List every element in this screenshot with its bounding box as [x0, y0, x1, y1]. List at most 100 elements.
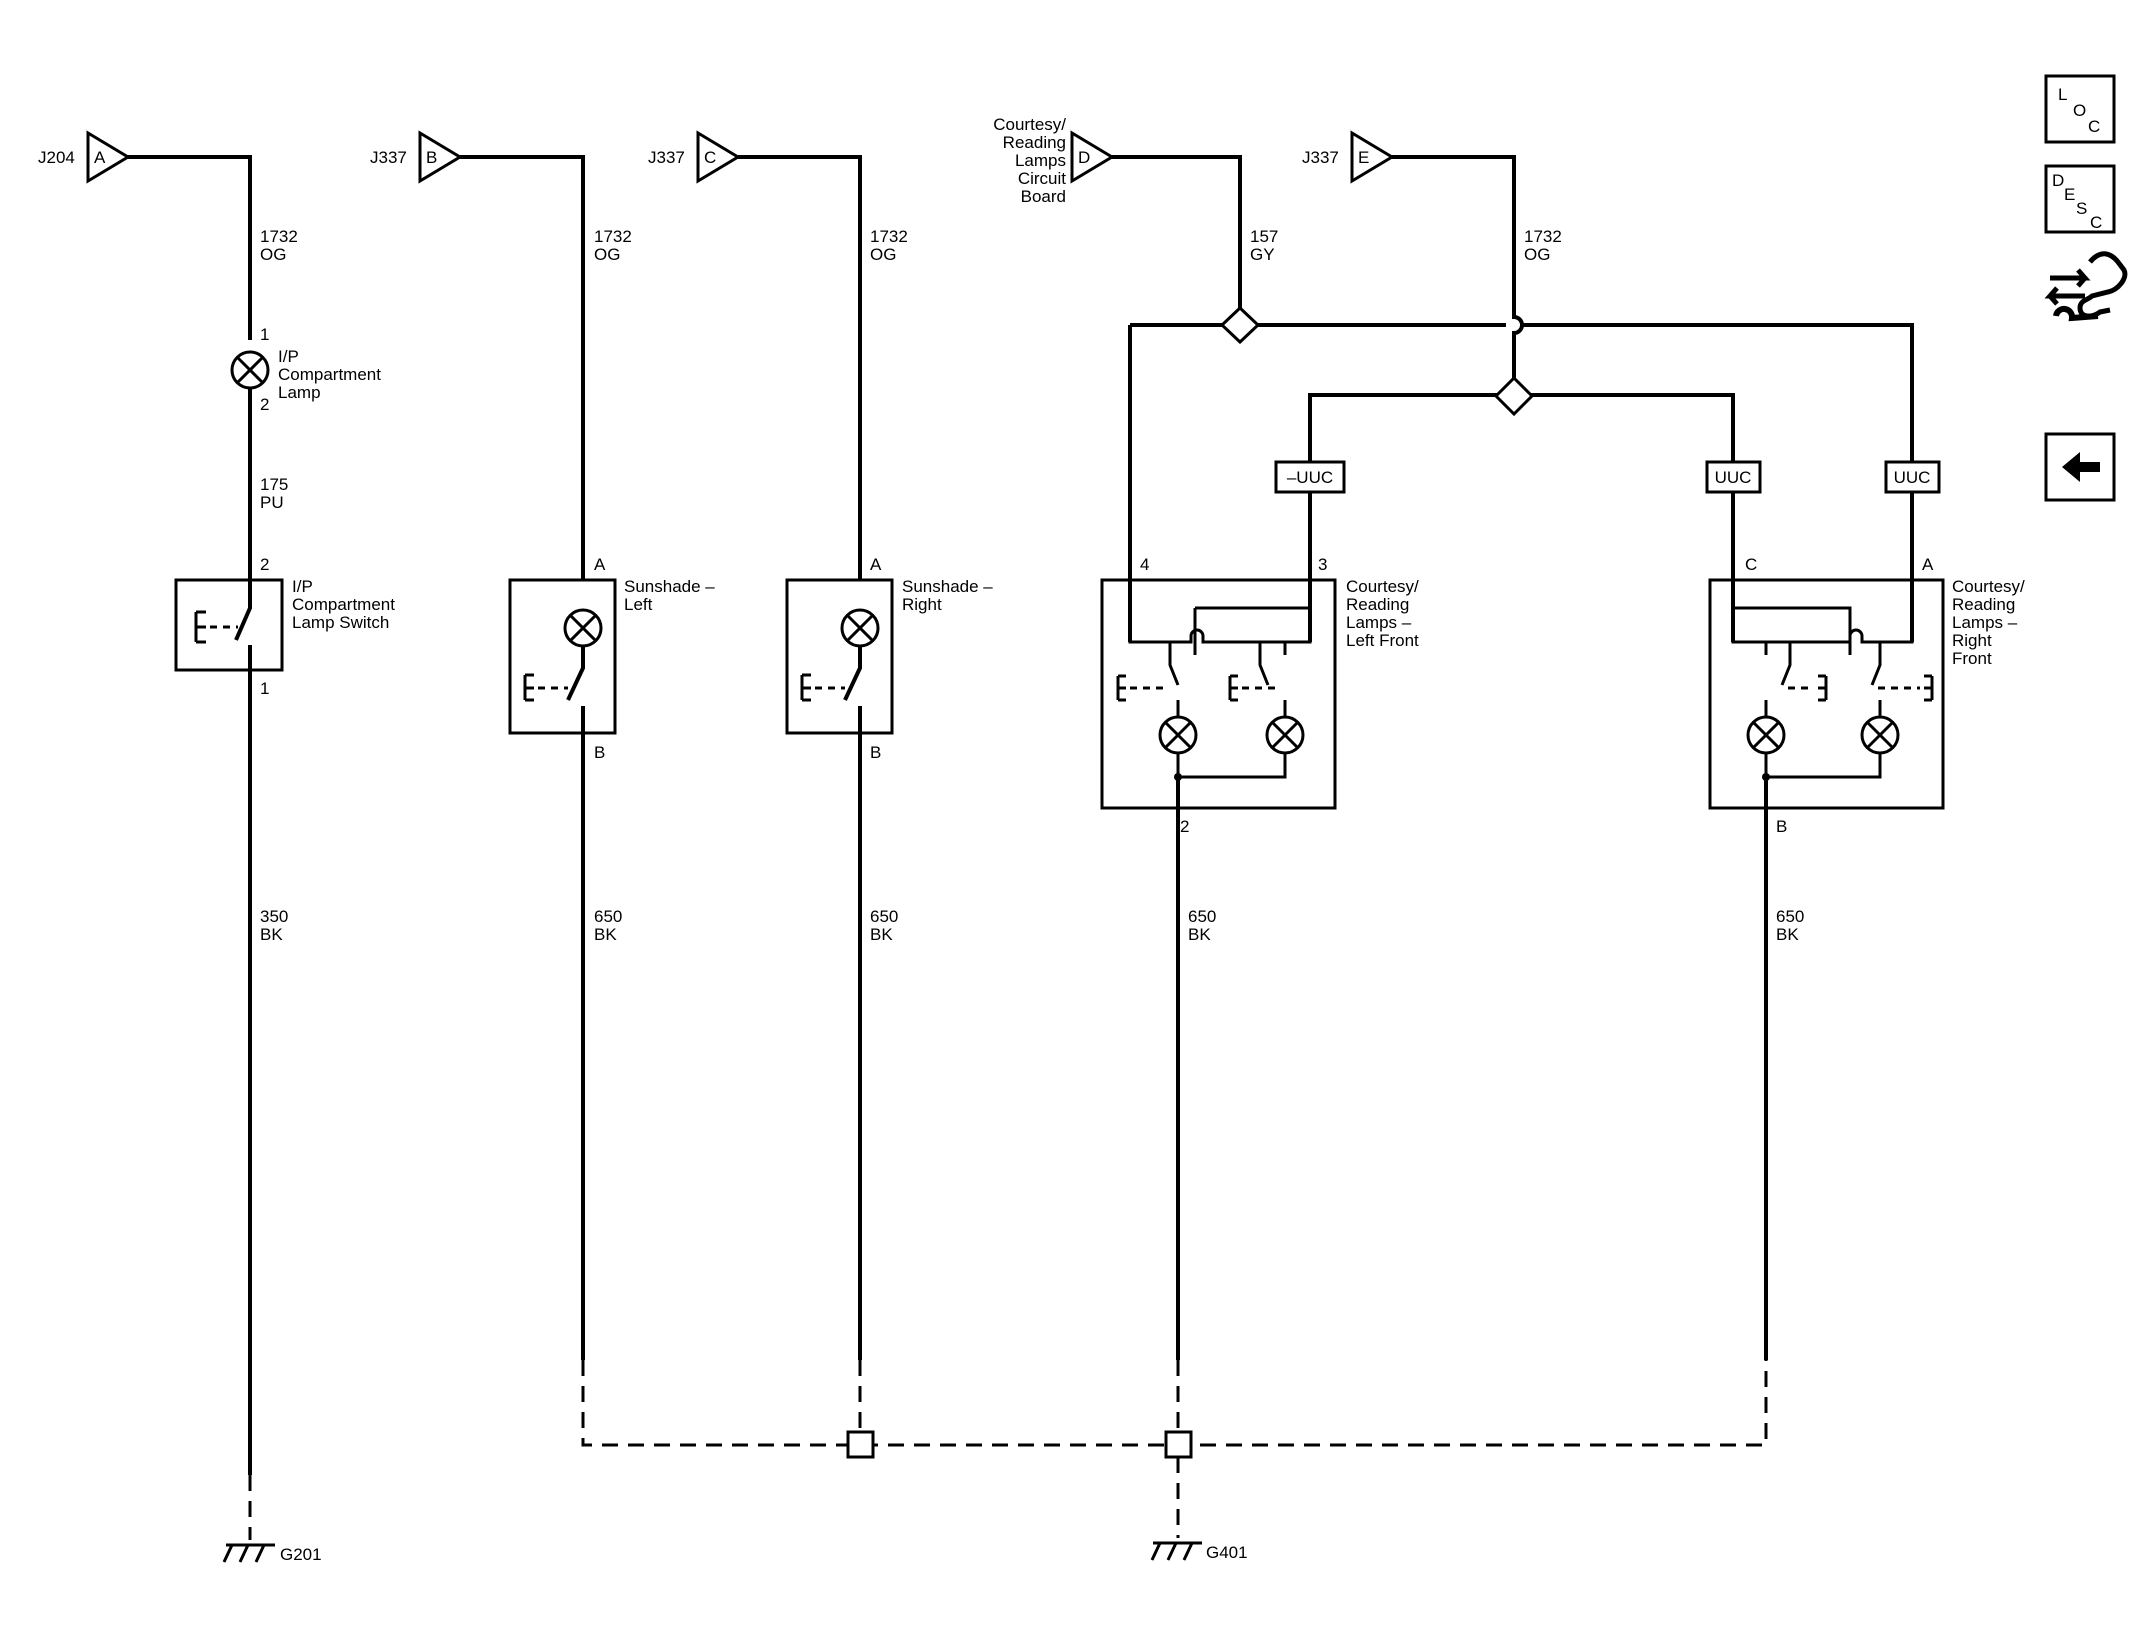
connector-pin: E	[1358, 148, 1369, 167]
pin-4: 4	[1140, 555, 1149, 574]
wire-circuit-number: 157	[1250, 227, 1278, 246]
splice-pack	[846, 1430, 875, 1459]
pin-a: A	[1922, 555, 1934, 574]
option-uuc: UUC	[1884, 460, 1941, 494]
component-label: Reading	[1346, 595, 1409, 614]
sunshade-right: A B Sunshade – Right	[785, 555, 993, 762]
connector-j337-e: J337 E	[1302, 130, 1395, 184]
option-label: UUC	[1894, 468, 1931, 487]
wire-157-gy-bus	[1130, 323, 1914, 462]
switch-actuator-icon	[194, 610, 206, 644]
connector-j204-a: J204 A	[38, 130, 131, 184]
component-label: Right	[1952, 631, 1992, 650]
connector-view-icon[interactable]	[2044, 251, 2128, 322]
option-uuc: UUC	[1705, 460, 1762, 494]
pin-b: B	[1776, 817, 1787, 836]
connector-j337-b: J337 B	[370, 130, 463, 184]
wire-color: BK	[870, 925, 893, 944]
wire-circuit-number: 350	[260, 907, 288, 926]
loc-button[interactable]: L O C	[2044, 74, 2116, 144]
desc-letter: C	[2090, 213, 2102, 232]
desc-letter: D	[2052, 171, 2064, 190]
desc-button[interactable]: D E S C	[2044, 164, 2116, 234]
connector-j337-c: J337 C	[648, 130, 741, 184]
connector-board-d: Courtesy/ Reading Lamps Circuit Board D	[993, 115, 1115, 206]
wire-color: OG	[1524, 245, 1550, 264]
desc-letter: E	[2064, 185, 2075, 204]
switch-actuator-icon	[800, 673, 811, 702]
splice-157-gy	[1219, 305, 1261, 345]
wire-circuit-number: 1732	[260, 227, 298, 246]
wire-circuit-number: 175	[260, 475, 288, 494]
wire-1732-og-j337e	[1392, 155, 1524, 378]
connector-j337-label: J337	[370, 148, 407, 167]
component-label: Left Front	[1346, 631, 1419, 650]
option-label: –UUC	[1287, 468, 1333, 487]
sunshade-left: A B Sunshade – Left	[508, 555, 715, 762]
switch-actuator-icon	[1116, 674, 1126, 702]
wire-color: BK	[1776, 925, 1799, 944]
connector-pin: D	[1078, 148, 1090, 167]
switch-actuator-icon	[523, 673, 534, 702]
wire-circuit-number: 650	[594, 907, 622, 926]
wire-circuit-number: 650	[870, 907, 898, 926]
switch-label: Lamp Switch	[292, 613, 389, 632]
switch-pin-1: 1	[260, 679, 269, 698]
connector-j337-label: J337	[648, 148, 685, 167]
wire-color: BK	[260, 925, 283, 944]
connector-pin: C	[704, 148, 716, 167]
ip-compartment-lamp: 1 2 I/P Compartment Lamp	[230, 325, 381, 414]
connector-board-label: Reading	[1003, 133, 1066, 152]
lamp-label: Lamp	[278, 383, 321, 402]
courtesy-reading-lamps-right-front: C A B Courtesy/ Reading Lamps – Right Fr…	[1708, 555, 2025, 836]
ip-compartment-lamp-switch: 2 1 I/P Compartment Lamp Switch	[174, 555, 395, 698]
wire-color: OG	[594, 245, 620, 264]
wire-circuit-number: 1732	[594, 227, 632, 246]
wire-1732-og-j337b	[460, 155, 585, 580]
component-label: Sunshade –	[902, 577, 993, 596]
option-not-uuc: –UUC	[1274, 460, 1346, 494]
connector-j204-pin: A	[94, 148, 106, 167]
lamp-label: I/P	[278, 347, 299, 366]
courtesy-reading-lamps-left-front: 4 3 2 Courtesy/ Reading Lamps – Left Fro…	[1100, 555, 1419, 836]
connector-board-label: Lamps	[1015, 151, 1066, 170]
connector-j204-label: J204	[38, 148, 75, 167]
splice-1732-og	[1493, 375, 1535, 417]
loc-letter: L	[2058, 85, 2067, 104]
switch-actuator-icon	[1818, 674, 1828, 702]
option-label: UUC	[1715, 468, 1752, 487]
ground-g201: G201	[222, 1543, 322, 1564]
wire-color: OG	[870, 245, 896, 264]
component-label: Left	[624, 595, 653, 614]
pin-a: A	[594, 555, 606, 574]
wire-1732-og-j204	[128, 155, 252, 340]
pin-2: 2	[1180, 817, 1189, 836]
component-label: Lamps –	[1346, 613, 1412, 632]
wire-157-gy	[1112, 155, 1242, 310]
switch-pin-2: 2	[260, 555, 269, 574]
loc-letter: C	[2088, 117, 2100, 136]
component-label: Reading	[1952, 595, 2015, 614]
back-button[interactable]	[2044, 432, 2116, 502]
wire-color: BK	[1188, 925, 1211, 944]
wire-circuit-number: 1732	[1524, 227, 1562, 246]
ground-g401: G401	[1150, 1541, 1248, 1562]
pin-a: A	[870, 555, 882, 574]
pin-3: 3	[1318, 555, 1327, 574]
switch-actuator-icon	[1924, 674, 1934, 702]
component-label: Right	[902, 595, 942, 614]
component-label: Courtesy/	[1952, 577, 2025, 596]
loc-letter: O	[2073, 101, 2086, 120]
back-arrow-icon	[2062, 452, 2100, 482]
connector-j337-label: J337	[1302, 148, 1339, 167]
component-label: Sunshade –	[624, 577, 715, 596]
wire-color: PU	[260, 493, 284, 512]
ground-icon	[222, 1543, 275, 1563]
component-label: Lamps –	[1952, 613, 2018, 632]
component-label: Courtesy/	[1346, 577, 1419, 596]
switch-label: I/P	[292, 577, 313, 596]
connector-board-label: Board	[1021, 187, 1066, 206]
wire-color: BK	[594, 925, 617, 944]
component-label: Front	[1952, 649, 1992, 668]
